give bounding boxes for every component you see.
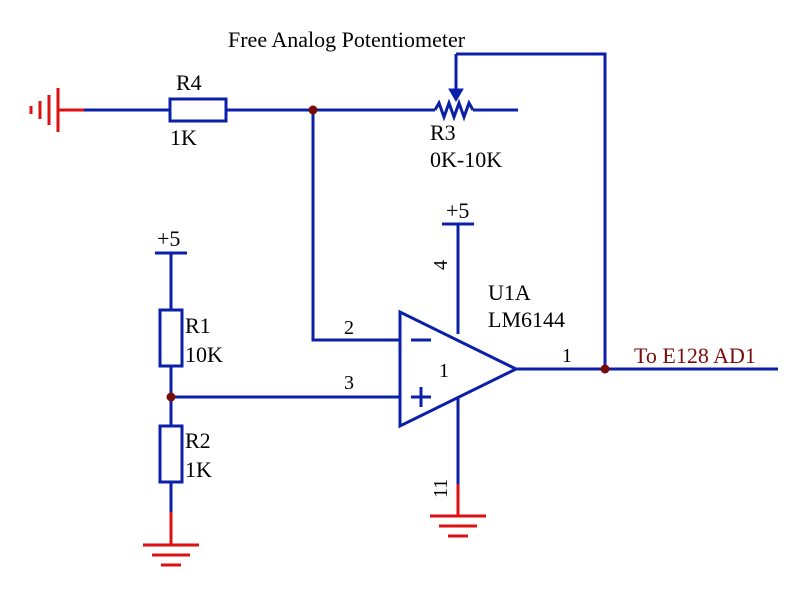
net-label-output: To E128 AD1: [634, 343, 756, 368]
r1-value: 10K: [185, 342, 223, 367]
chassis-ground-icon: [29, 88, 84, 132]
opamp-ref: U1A: [488, 280, 531, 305]
potentiometer-r3: R3 0K-10K: [430, 54, 518, 172]
r2-ref: R2: [185, 428, 211, 453]
ground-icon: [143, 512, 199, 567]
power-vcc-opamp: +5 4: [430, 198, 474, 334]
r3-value: 0K-10K: [430, 147, 502, 172]
ground-icon: [430, 484, 486, 538]
opamp-u1a: 1 U1A LM6144: [398, 280, 565, 429]
pin-2-label: 2: [344, 317, 354, 339]
pin-3-label: 3: [344, 372, 354, 394]
pin-11-label: 11: [430, 479, 452, 498]
r2-value: 1K: [185, 457, 212, 482]
junction-dot: [308, 105, 318, 115]
resistor-r4: R4 1K: [84, 70, 313, 150]
resistor-r1: R1 10K: [158, 308, 223, 426]
r3-ref: R3: [430, 120, 456, 145]
vcc-opamp-label: +5: [446, 198, 469, 223]
feedback-wire: [456, 52, 607, 368]
junction-dot: [600, 364, 610, 374]
r4-value: 1K: [170, 125, 197, 150]
r4-ref: R4: [176, 70, 202, 95]
junction-dot: [166, 392, 176, 402]
opamp-unit-number: 1: [439, 360, 449, 382]
opamp-part: LM6144: [488, 307, 565, 332]
power-vminus: 11: [430, 398, 460, 498]
schematic-title: Free Analog Potentiometer: [228, 27, 466, 52]
vcc-divider-label: +5: [157, 226, 180, 251]
wiper-arrow-icon: [448, 88, 464, 102]
power-vcc-divider: +5: [155, 226, 187, 310]
pin-4-label: 4: [430, 260, 452, 270]
inverting-input-wire: [311, 110, 400, 342]
r1-ref: R1: [185, 313, 211, 338]
pin-1-label: 1: [562, 345, 572, 367]
resistor-r2: R2 1K: [158, 424, 212, 512]
